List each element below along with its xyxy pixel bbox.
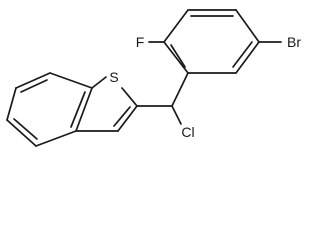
bond [35,130,77,147]
bond [121,87,138,107]
double-bond-inner [170,44,186,68]
thiophene-ring [75,76,138,132]
bond [235,9,260,43]
molecule-structure: F Br S Cl [6,9,301,147]
bond [163,41,189,74]
fluorine-atom-label: F [136,34,145,50]
double-bond-inner [20,79,48,93]
benzene-ring [6,72,93,147]
chlorine-atom-label: Cl [181,124,194,140]
double-bond-inner [113,106,131,127]
bond [15,72,51,89]
bond [163,9,189,43]
bond [6,87,17,121]
bond [117,105,138,132]
sulfur-atom-label: S [109,69,118,85]
bond [91,76,107,89]
bromine-atom-label: Br [287,34,301,50]
double-bond-inner [70,91,86,128]
bond-ch-cl [171,105,182,125]
bond [6,119,37,147]
bromofluorophenyl-ring [163,9,260,74]
double-bond-inner [13,118,38,140]
double-bond-inner [232,41,253,68]
bond [235,41,260,74]
bond [75,87,93,132]
bond-ring-ch [171,72,189,107]
bond [49,72,93,89]
